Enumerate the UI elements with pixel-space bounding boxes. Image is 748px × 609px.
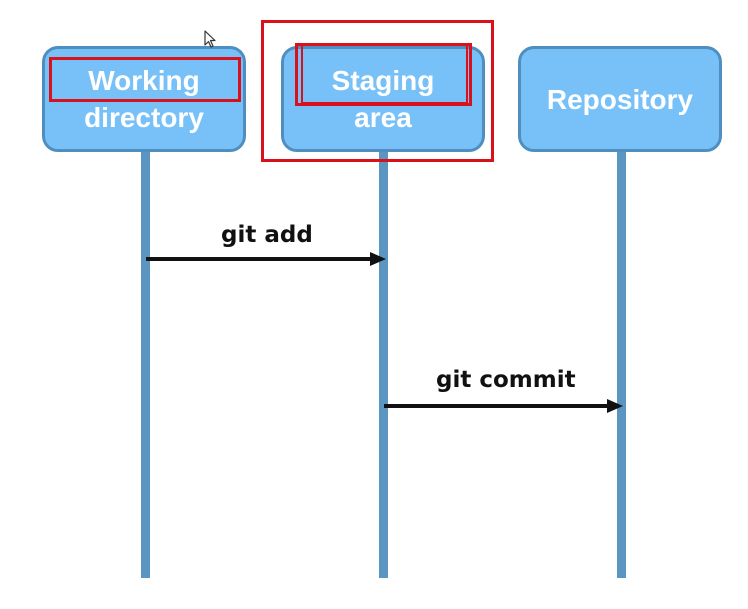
participant-label-line-2: directory (84, 102, 204, 133)
highlight-staging-box (261, 20, 494, 162)
participant-staging-area: Staging area (281, 46, 485, 152)
arrow-git-add (146, 252, 386, 266)
lifeline-repository (617, 150, 626, 578)
highlight-staging-label-inner (301, 44, 468, 104)
participant-label-line-1: Working (88, 65, 200, 96)
participant-repository: Repository (518, 46, 722, 152)
participant-label-line-2: area (354, 102, 412, 133)
mouse-pointer-icon (204, 30, 216, 48)
participant-label-line-1: Staging (331, 65, 435, 96)
highlight-working-label (49, 57, 241, 102)
arrow-git-commit (384, 399, 623, 413)
message-label-git-add: git add (221, 222, 313, 248)
message-label-git-commit: git commit (436, 367, 576, 393)
participant-label-line-1: Repository (546, 83, 694, 115)
lifeline-working-directory (141, 150, 150, 578)
lifeline-staging-area (379, 150, 388, 578)
